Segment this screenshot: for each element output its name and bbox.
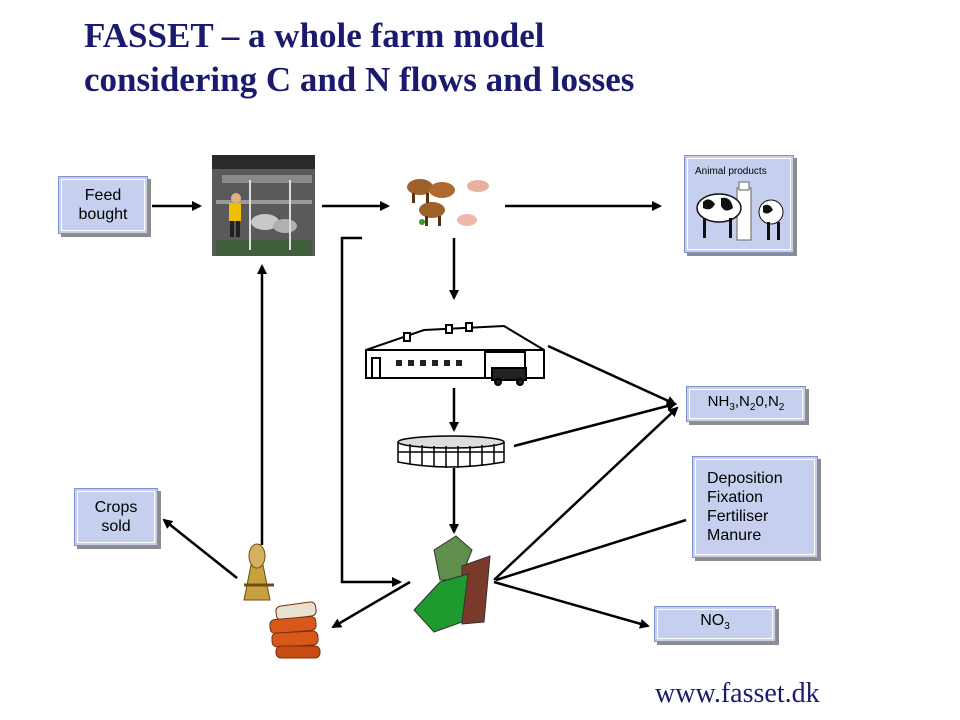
livestock-icon <box>407 179 489 226</box>
crops-sold-box: Crops sold <box>74 488 158 546</box>
title-line-1: FASSET – a whole farm model <box>84 16 545 55</box>
gas-losses-label: NH3,N20,N2 <box>708 392 785 417</box>
field-plots-icon <box>413 535 491 633</box>
website-url: www.fasset.dk <box>655 678 820 709</box>
input-fixation: Fixation <box>707 489 764 506</box>
input-fertiliser: Fertiliser <box>707 508 769 525</box>
arrow-stable-to-gases <box>547 344 677 406</box>
n2-text: 0,N <box>755 392 779 410</box>
no3-box: NO3 <box>654 606 776 642</box>
inputs-box: Deposition Fixation Fertiliser Manure <box>692 456 818 558</box>
animal-products-label: Animal products <box>695 166 767 177</box>
title-line-2: considering C and N flows and losses <box>84 60 635 99</box>
n2o-text: ,N <box>734 392 750 410</box>
crops-sold-line-2: sold <box>101 518 131 535</box>
arrow-field-to-no3 <box>493 580 650 629</box>
grain-sacks-icon <box>269 601 321 659</box>
arrow-crops-sold <box>162 518 238 579</box>
arrow-tank-to-gases <box>513 401 677 448</box>
arrow-field-to-gases <box>493 406 679 581</box>
nh3-subscript: 3 <box>729 401 735 413</box>
n2o-subscript: 2 <box>749 401 756 413</box>
wheat-sheaf-icon <box>243 543 274 601</box>
arrow-field-to-sacks <box>331 580 411 629</box>
no3-label: NO3 <box>700 611 730 636</box>
cow-milk-icon <box>696 181 784 241</box>
feed-bought-line-2: bought <box>78 206 128 223</box>
line-inputs-to-field <box>495 518 687 582</box>
feed-bought-line-1: Feed <box>84 187 122 204</box>
stable-building-icon <box>365 322 545 386</box>
feed-bought-box: Feed bought <box>58 176 148 234</box>
manure-tank-icon <box>397 435 505 468</box>
no3-text: NO <box>700 612 725 630</box>
input-manure: Manure <box>707 527 762 544</box>
flow-arrows <box>152 201 687 629</box>
n2-subscript: 2 <box>778 401 785 413</box>
input-deposition: Deposition <box>707 470 783 487</box>
stable-windows <box>396 360 462 366</box>
feeding-barn-icon <box>212 155 315 256</box>
no3-subscript: 3 <box>724 621 730 633</box>
arrow-loop-to-field <box>340 236 402 587</box>
animal-products-box: Animal products <box>684 155 794 253</box>
slide-title: FASSET – a whole farm model considering … <box>84 14 904 102</box>
gas-losses-box: NH3,N20,N2 <box>686 386 806 422</box>
nh3-text: NH <box>707 392 730 410</box>
crops-sold-line-1: Crops <box>94 499 138 516</box>
